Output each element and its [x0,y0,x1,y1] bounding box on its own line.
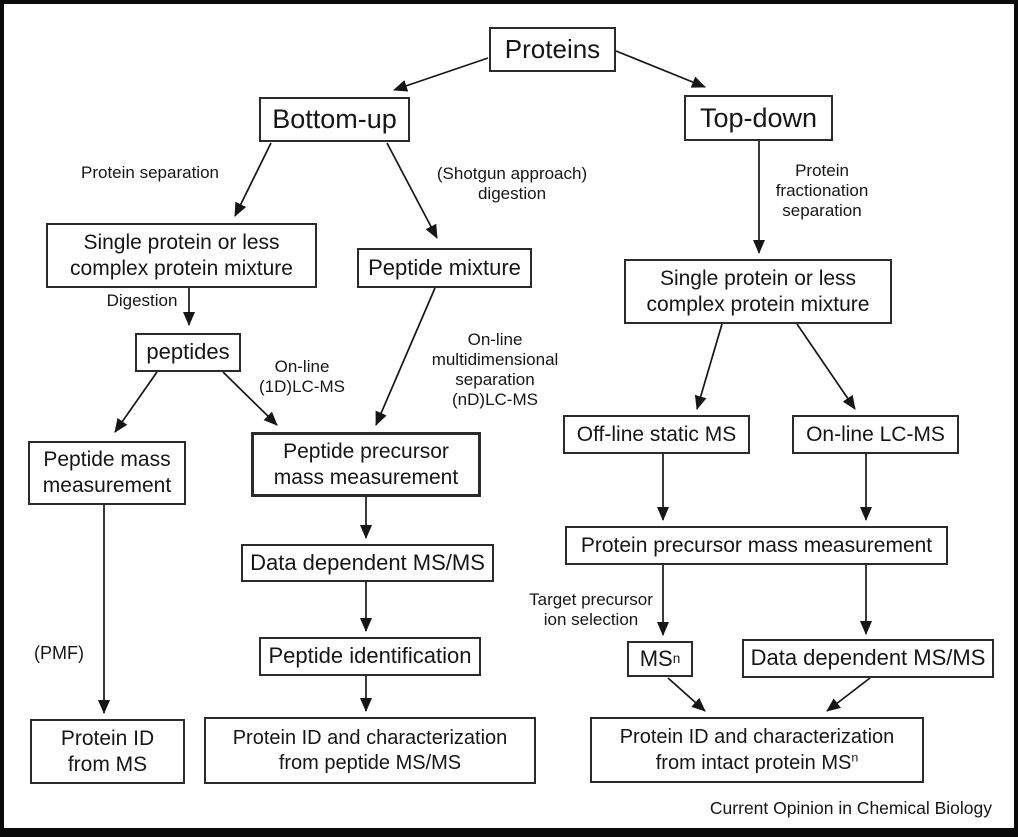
label-digestion: Digestion [106,291,178,310]
arrow [114,371,158,433]
arrow [375,287,436,426]
arrow [393,57,489,92]
node-offline-static-ms: Off-line static MS [563,415,750,454]
label-pmf: (PMF) [34,643,84,663]
node-peptides: peptides [135,333,241,372]
label-protein-separation: Protein separation [81,163,219,182]
protein-id-intact-line2: from intact protein MS [655,752,852,774]
node-protein-precursor-mass-measurement: Protein precursor mass measurement [565,526,948,565]
journal-credit: Current Opinion in Chemical Biology [709,798,992,818]
node-data-dependent-msms-right: Data dependent MS/MS [742,639,994,678]
node-proteins: Proteins [489,27,616,72]
node-protein-id-from-ms: Protein ID from MS [30,719,185,784]
flow-arrows [98,50,872,714]
node-peptide-precursor-mass-measurement: Peptide precursor mass measurement [251,432,481,497]
node-protein-id-peptide-msms: Protein ID and characterization from pep… [204,717,536,784]
arrow [386,142,438,239]
protein-id-intact-superscript: n [851,750,859,765]
label-shotgun-approach-digestion: (Shotgun approach) digestion [436,164,588,204]
node-bottom-up: Bottom-up [259,97,410,142]
arrow [796,323,856,410]
arrow [826,677,871,712]
node-online-lc-ms: On-line LC-MS [792,415,959,454]
label-online-multidimensional: On-line multidimensional separation (nD)… [431,330,559,410]
node-top-down: Top-down [684,95,833,141]
node-single-protein-right: Single protein or less complex protein m… [624,259,892,324]
label-protein-fractionation-separation: Protein fractionation separation [775,161,869,221]
protein-id-intact-line1: Protein ID and characterization [619,726,895,748]
arrow [615,50,706,88]
arrow [234,142,272,217]
arrow [222,371,278,426]
msn-label: MS [639,645,673,671]
node-peptide-mass-measurement: Peptide mass measurement [28,441,186,505]
arrow [694,323,723,410]
node-peptide-mixture: Peptide mixture [357,248,532,288]
node-data-dependent-msms-left: Data dependent MS/MS [241,544,494,582]
label-target-precursor-ion-selection: Target precursor ion selection [529,590,653,630]
node-protein-id-intact-msn: Protein ID and characterization from inta… [590,717,924,783]
arrow [667,677,706,712]
label-online-1d-lc-ms: On-line (1D)LC-MS [259,357,345,397]
node-single-protein-left: Single protein or less complex protein m… [46,223,317,288]
node-peptide-identification: Peptide identification [259,637,481,676]
